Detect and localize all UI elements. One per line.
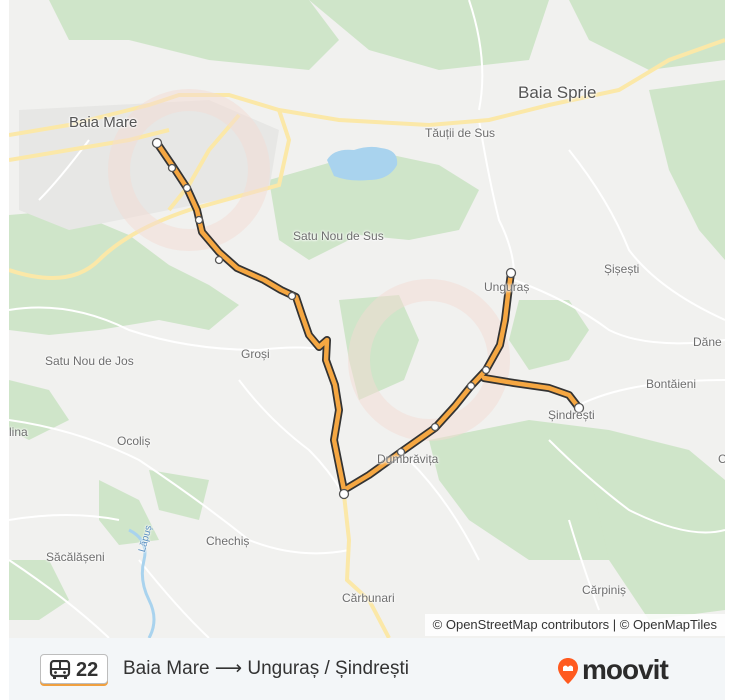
place-label-satu-nou-de-jos: Satu Nou de Jos: [45, 354, 134, 368]
stop-marker[interactable]: [396, 447, 406, 457]
place-label-sacalaseni: Săcălășeni: [46, 550, 105, 564]
place-label-chechis: Chechiș: [206, 534, 250, 548]
stop-marker[interactable]: [505, 267, 517, 279]
place-label-baia-mare: Baia Mare: [69, 114, 138, 131]
route-description: Baia Mare ⟶ Unguraș / Șindrești: [123, 658, 409, 679]
stop-marker[interactable]: [287, 291, 297, 301]
route-line: [153, 139, 583, 494]
place-label-ocolis: Ocoliș: [117, 434, 151, 448]
place-label-sindresti: Șindrești: [548, 408, 595, 422]
route-map[interactable]: Baia Mare Baia Sprie Tăuții de Sus Satu …: [9, 0, 725, 638]
forest-areas: [9, 0, 725, 620]
route-stops: [151, 137, 585, 500]
place-label-grosi: Groși: [241, 347, 270, 361]
moovit-logo[interactable]: moovit: [557, 654, 687, 686]
stop-marker[interactable]: [182, 183, 192, 193]
route-number: 22: [76, 659, 99, 681]
stop-marker[interactable]: [214, 255, 224, 265]
stop-marker[interactable]: [338, 488, 350, 500]
place-label-edge: C: [718, 452, 725, 466]
stop-marker[interactable]: [573, 402, 585, 414]
place-label-sisesti: Șișești: [604, 262, 640, 276]
stop-marker[interactable]: [481, 365, 491, 375]
place-label-carbunari: Cărbunari: [342, 591, 395, 605]
route-badge[interactable]: 22: [40, 654, 108, 684]
stop-marker[interactable]: [194, 215, 204, 225]
place-label-carpinis: Cărpiniș: [582, 583, 627, 597]
lake: [327, 146, 398, 181]
place-label-tautii-de-sus: Tăuții de Sus: [425, 126, 496, 140]
minor-roads: [9, 0, 725, 638]
stop-marker[interactable]: [151, 137, 163, 149]
place-label-lina: lina: [9, 425, 28, 439]
route-footer: [9, 638, 725, 700]
river: [128, 528, 156, 638]
place-label-dumbravita: Dumbrăvița: [377, 452, 439, 466]
moovit-wordmark: moovit: [582, 654, 669, 685]
place-label-unguras: Unguraș: [484, 280, 530, 294]
stop-marker[interactable]: [167, 163, 177, 173]
place-label-satu-nou-de-sus: Satu Nou de Sus: [293, 229, 384, 243]
stop-marker[interactable]: [466, 381, 476, 391]
place-label-bontaieni: Bontăieni: [646, 377, 697, 391]
map-canvas: [9, 0, 725, 638]
stop-marker[interactable]: [430, 422, 440, 432]
place-label-dane: Dăne: [693, 335, 722, 349]
bus-icon: [49, 660, 71, 679]
place-label-baia-sprie: Baia Sprie: [518, 83, 597, 102]
location-pin-icon: [558, 658, 578, 684]
map-frame: Baia Mare Baia Sprie Tăuții de Sus Satu …: [9, 0, 725, 700]
urban-area: [19, 100, 279, 230]
map-attribution[interactable]: © OpenStreetMap contributors | © OpenMap…: [424, 614, 725, 636]
